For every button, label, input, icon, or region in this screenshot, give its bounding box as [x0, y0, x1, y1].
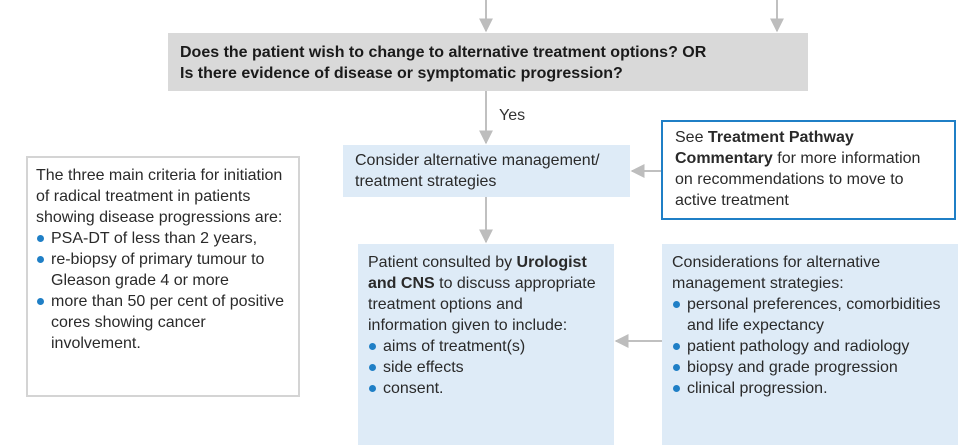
question-line-1: Does the patient wish to change to alter…: [180, 44, 707, 61]
consult-suffix: to discuss appropriate treatment options…: [368, 275, 596, 334]
list-item: personal preferences, comorbidities and …: [672, 294, 948, 336]
list-item: consent.: [368, 378, 604, 399]
list-item: PSA-DT of less than 2 years,: [36, 228, 290, 249]
list-item: re-biopsy of primary tumour to Gleason g…: [36, 249, 290, 291]
commentary-link-title: Treatment Pathway Commentary: [675, 129, 854, 167]
considerations-intro: Considerations for alternative managemen…: [672, 254, 881, 292]
commentary-prefix: See: [675, 129, 708, 146]
commentary-reference-box: See Treatment Pathway Commentary for mor…: [661, 120, 956, 220]
commentary-suffix: for more information on recommendations …: [675, 150, 921, 209]
considerations-box: Considerations for alternative managemen…: [662, 244, 958, 445]
consult-list: aims of treatment(s) side effects consen…: [368, 336, 604, 399]
patient-consulted-box: Patient consulted by Urologist and CNS t…: [358, 244, 614, 445]
question-line-2: Is there evidence of disease or symptoma…: [180, 65, 623, 82]
list-item: more than 50 per cent of positive cores …: [36, 291, 290, 354]
consider-text: Consider alternative management/ treatme…: [355, 152, 600, 190]
yes-label: Yes: [499, 107, 526, 124]
criteria-box: The three main criteria for initiation o…: [26, 156, 300, 397]
consult-roles: Urologist and CNS: [368, 254, 587, 292]
list-item: clinical progression.: [672, 378, 948, 399]
list-item: patient pathology and radiology: [672, 336, 948, 357]
criteria-intro: The three main criteria for initiation o…: [36, 167, 283, 226]
considerations-list: personal preferences, comorbidities and …: [672, 294, 948, 399]
decision-question-box: Does the patient wish to change to alter…: [168, 33, 808, 91]
list-item: aims of treatment(s): [368, 336, 604, 357]
list-item: side effects: [368, 357, 604, 378]
commentary-text: See Treatment Pathway Commentary for mor…: [675, 127, 942, 211]
criteria-list: PSA-DT of less than 2 years, re-biopsy o…: [36, 228, 290, 354]
consult-text: Patient consulted by Urologist and CNS t…: [368, 252, 604, 336]
list-item: biopsy and grade progression: [672, 357, 948, 378]
consider-alternatives-box: Consider alternative management/ treatme…: [343, 145, 630, 197]
consult-prefix: Patient consulted by: [368, 254, 517, 271]
